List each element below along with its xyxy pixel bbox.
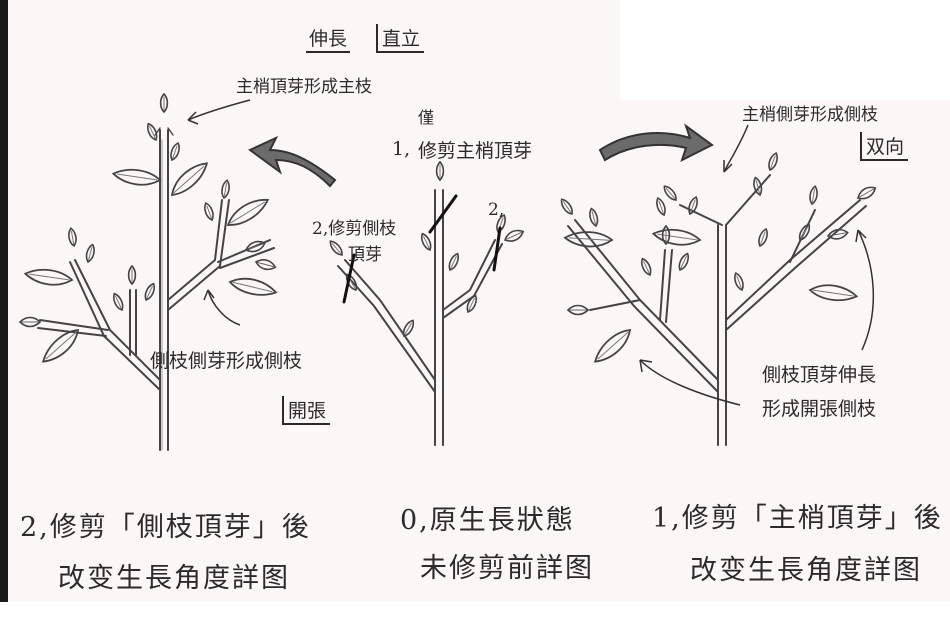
label-right-main: 主梢側芽形成側枝 xyxy=(742,105,878,125)
pointer-arrows xyxy=(187,99,875,406)
label-center-step1-mark: 僅 xyxy=(418,108,435,127)
label-center-step2a: 2,修剪側枝 xyxy=(312,219,397,239)
caption-left-line2: 改变生長角度詳图 xyxy=(58,563,290,594)
label-left-main: 主梢頂芽形成主枝 xyxy=(236,77,372,97)
label-center-step2b: 頂芽 xyxy=(348,245,382,265)
label-center-step1: 修剪主梢頂芽 xyxy=(418,140,533,162)
label-left-top-a: 伸長 xyxy=(306,24,351,53)
label-left-top-b: 直立 xyxy=(376,24,425,53)
arrow-right xyxy=(598,123,714,162)
label-left-side: 側枝側芽形成側枝 xyxy=(150,350,303,372)
label-right-side-a: 側枝頂芽伸長 xyxy=(762,364,877,386)
label-center-step1-prefix: 1, xyxy=(392,138,411,160)
label-center-step2-right: 2, xyxy=(488,200,505,220)
caption-center-line1: 0,原生長狀態 xyxy=(400,505,575,536)
center-tree xyxy=(327,161,526,446)
bottom-margin xyxy=(0,602,950,628)
paper-notch xyxy=(620,0,950,100)
caption-right-line1: 1,修剪「主梢頂芽」後 xyxy=(652,503,943,534)
label-right-side-b: 形成開張側枝 xyxy=(762,398,877,420)
label-left-side-sub: 開張 xyxy=(282,396,331,425)
right-tree xyxy=(558,151,879,446)
caption-center-line2: 未修剪前詳图 xyxy=(420,553,594,584)
label-right-main-sub: 双向 xyxy=(860,132,909,161)
arrow-left xyxy=(248,135,337,188)
caption-right-line2: 改变生長角度詳图 xyxy=(690,555,922,586)
left-tree xyxy=(19,93,279,451)
caption-left-line1: 2,修剪「側枝頂芽」後 xyxy=(20,512,311,543)
left-border xyxy=(0,0,8,628)
